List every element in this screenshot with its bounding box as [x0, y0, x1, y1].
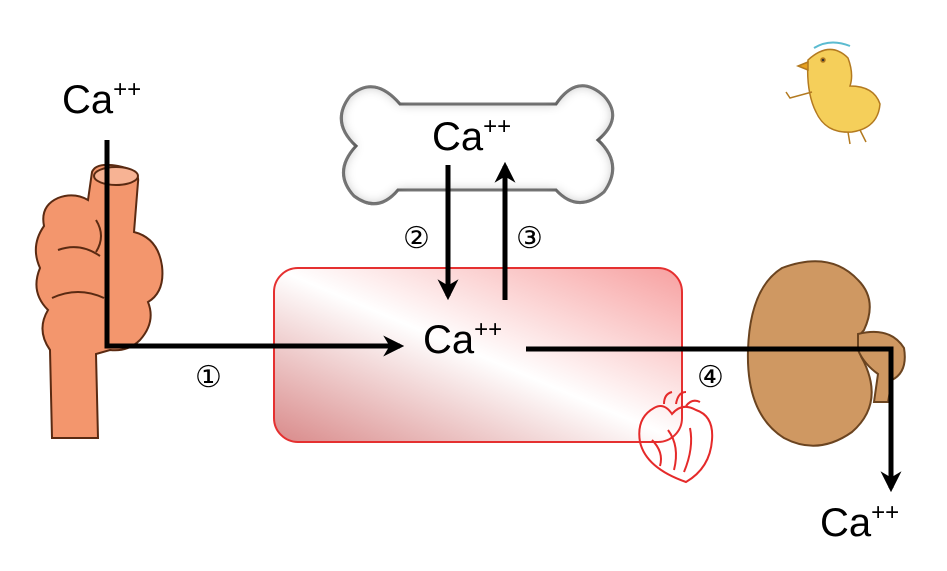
kidney-icon — [746, 260, 906, 447]
step-4-label: ④ — [697, 361, 724, 394]
step-2-label: ② — [403, 222, 430, 255]
chick-icon — [785, 41, 881, 145]
excreted-calcium-label: Ca++ — [820, 499, 899, 545]
bone-calcium-label: Ca++ — [432, 113, 511, 159]
step-3-label: ③ — [516, 222, 543, 255]
heart-icon — [638, 391, 714, 484]
absorption-arrow — [104, 140, 405, 357]
intestine-icon — [34, 163, 164, 439]
blood-compartment — [273, 267, 683, 443]
bone-icon — [339, 84, 615, 206]
blood-calcium-label: Ca++ — [423, 316, 502, 362]
step-1-label: ① — [195, 361, 222, 394]
flow-arrows — [104, 140, 902, 493]
intake-calcium-label: Ca++ — [62, 76, 141, 122]
excretion-arrow — [526, 346, 902, 493]
